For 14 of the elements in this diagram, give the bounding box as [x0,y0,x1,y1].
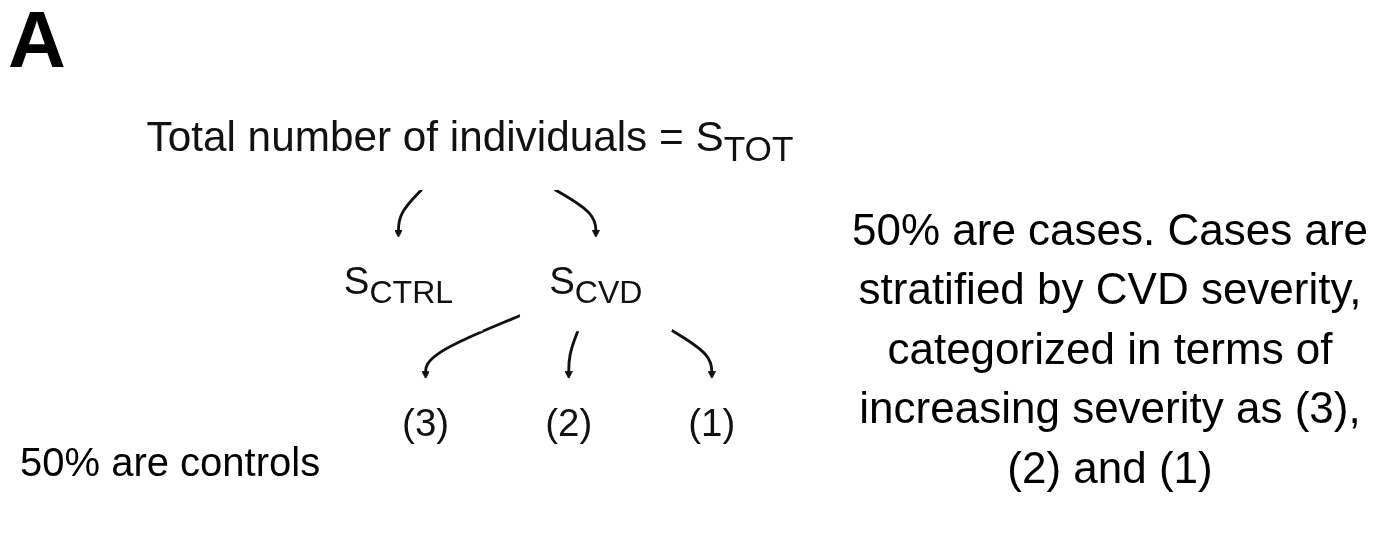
node-text: S$_{CVD}$ [549,259,643,310]
arrow [421,314,521,380]
node-text: S$_{CTRL}$ [343,259,454,310]
panel-letter: A [8,0,66,80]
node-text: (3) [402,400,450,444]
group-note: 50% are controls [20,440,321,485]
arrow [564,330,580,380]
arrow [670,328,717,380]
node-text: (1) [688,400,736,444]
node-text: Total number of individuals = S$_{TOT}$ [146,112,794,169]
group-note: 50% are cases. Cases are stratified by CVD severity, categorized in terms of increasing severity as (3), (2) and (1) [850,204,1369,494]
arrow [553,188,601,238]
arrow [394,188,423,238]
node-text: (2) [545,400,593,444]
